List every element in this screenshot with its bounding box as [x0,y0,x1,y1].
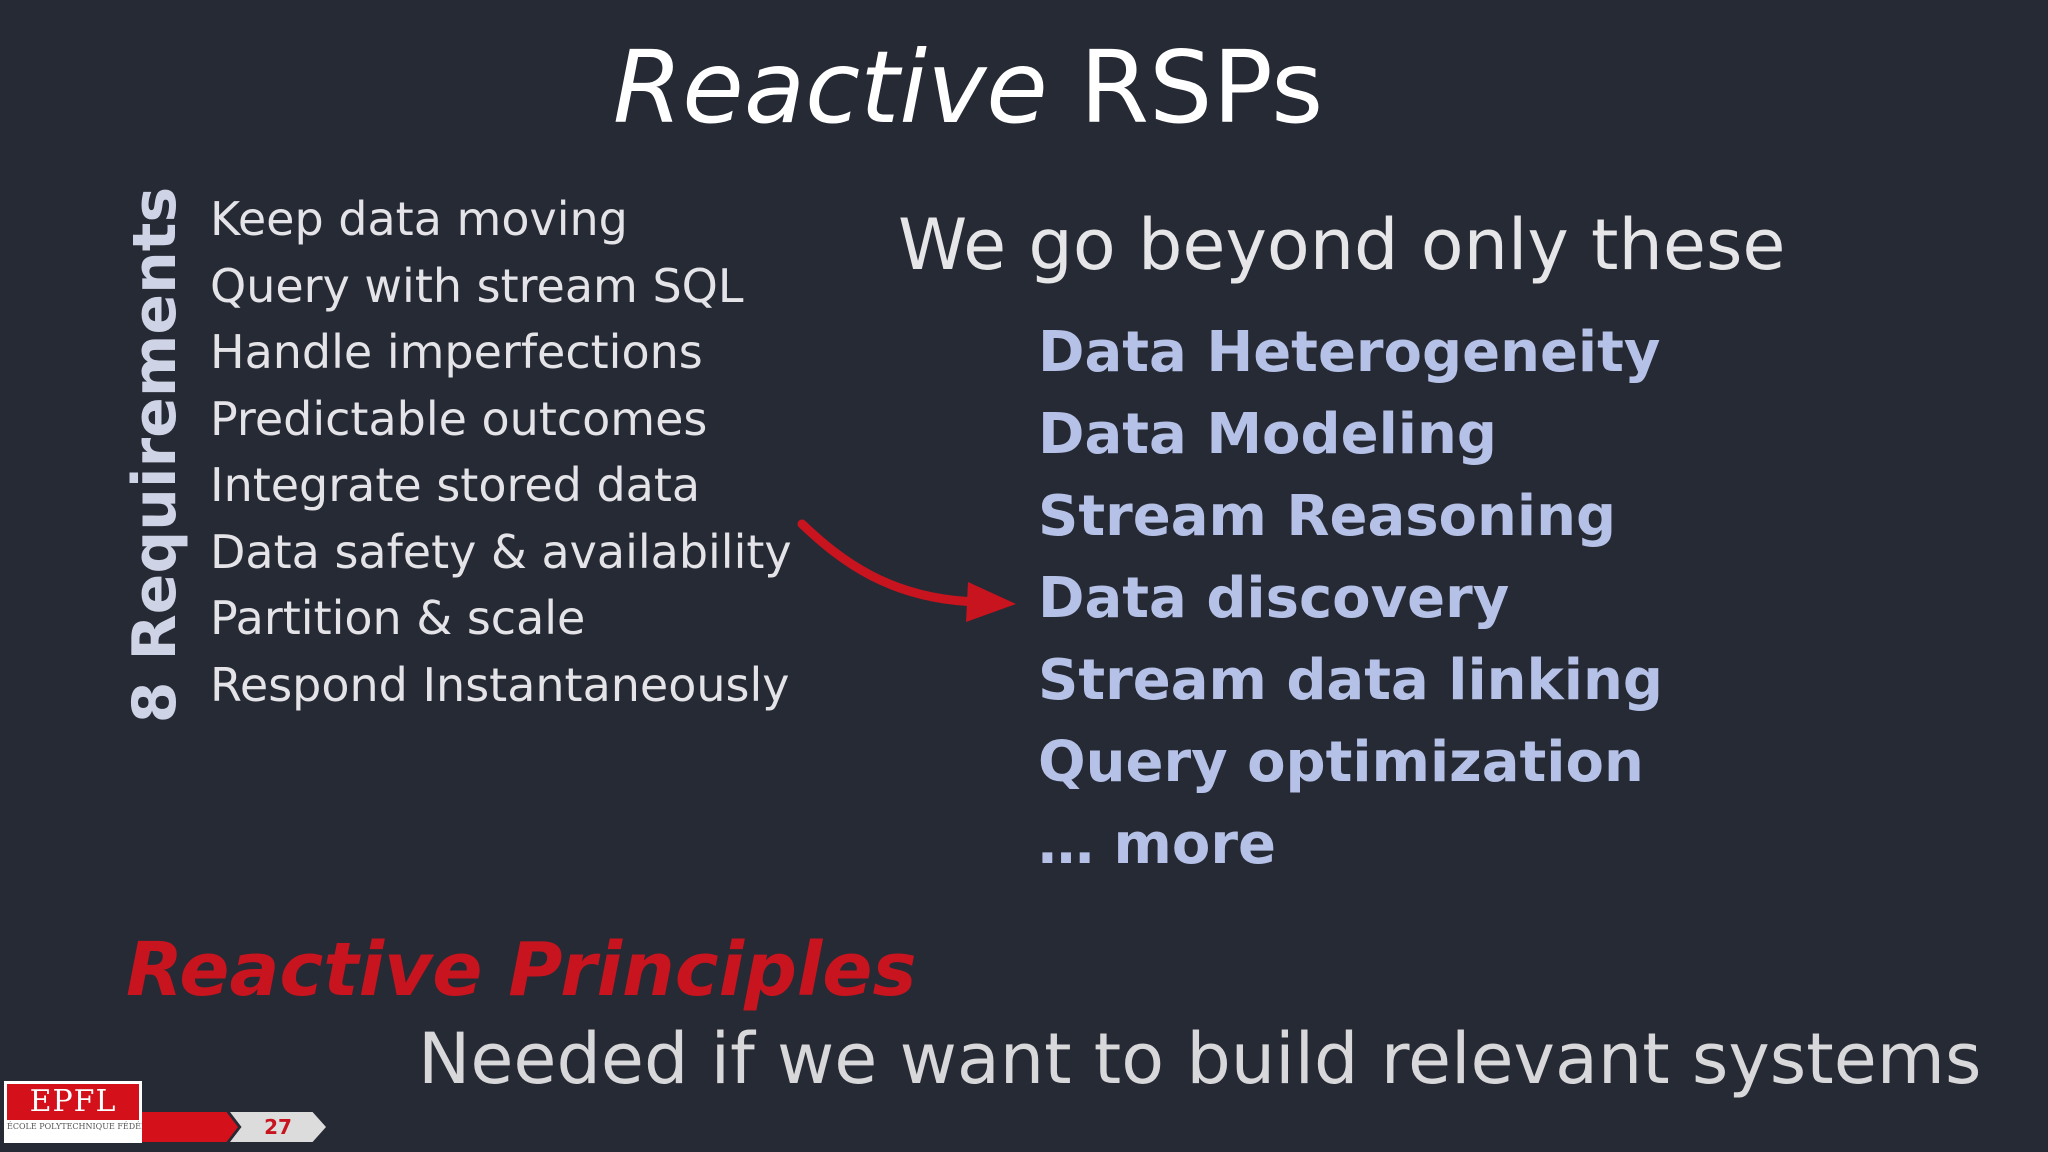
epfl-logo: EPFL ÉCOLE POLYTECHNIQUE FÉDÉRALE DE LAU… [4,1081,231,1143]
footer-red-band [142,1112,238,1142]
topic-item: … more [1038,812,1276,877]
topic-item: Data discovery [1038,566,1510,631]
topic-item: Stream data linking [1038,648,1663,713]
requirement-item: Handle imperfections [210,325,703,379]
requirements-heading-box: 8 Requirements [120,187,190,723]
slide-title: Reactive RSPs [0,28,1936,148]
curved-arrow-icon [797,519,1016,622]
epfl-logo-mark: EPFL [7,1084,139,1120]
topic-item: Data Modeling [1038,402,1497,467]
requirement-item: Data safety & availability [210,524,792,579]
topics-list: Data Heterogeneity Data Modeling Stream … [1038,312,1663,886]
requirement-item: Query with stream SQL [210,258,744,313]
topic-item: Stream Reasoning [1038,484,1617,549]
needed-statement: Needed if we want to build relevant syst… [418,1018,1982,1100]
beyond-heading: We go beyond only these [898,204,1786,286]
requirement-item: Keep data moving [210,192,628,246]
requirement-item: Integrate stored data [210,458,701,512]
topic-item: Data Heterogeneity [1038,320,1661,385]
epfl-logo-subtitle: ÉCOLE POLYTECHNIQUE FÉDÉRALE DE LAUSANNE [7,1122,231,1131]
reactive-principles: Reactive Principles [126,927,917,1013]
page-number: 27 [230,1112,326,1142]
topic-item: Query optimization [1038,730,1644,795]
requirements-list: Keep data moving Query with stream SQL H… [210,186,792,718]
requirement-item: Predictable outcomes [210,391,708,446]
requirement-item: Respond Instantaneously [210,657,790,712]
title-italic: Reactive [612,29,1048,146]
title-rest: RSPs [1079,29,1324,146]
requirement-item: Partition & scale [210,591,586,645]
requirements-heading: 8 Requirements [120,186,190,724]
